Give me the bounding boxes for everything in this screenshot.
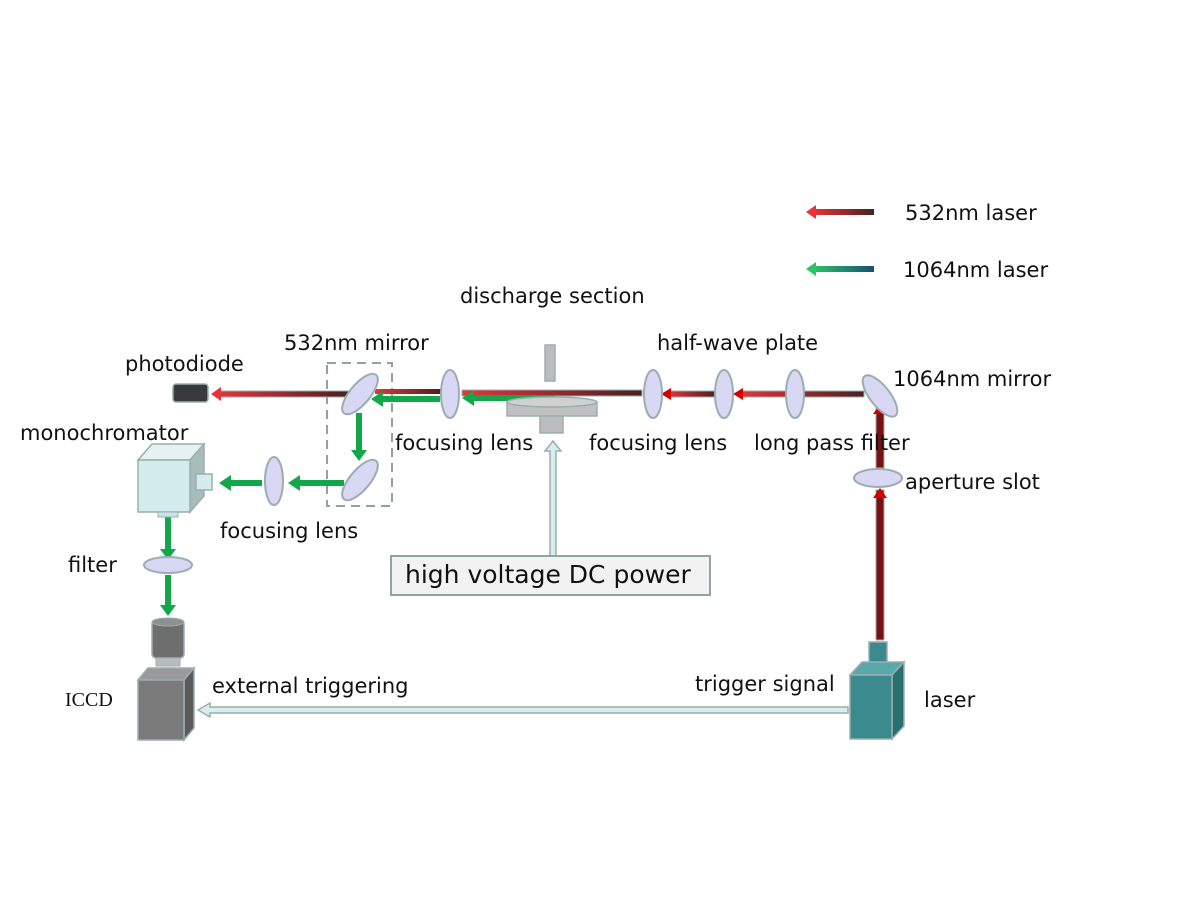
legend: 532nm laser 1064nm laser <box>806 201 1048 282</box>
mirror-532nm-upper <box>341 372 379 416</box>
label-focusing-lens-1: focusing lens <box>395 431 533 455</box>
hv-power-arrow <box>543 439 563 557</box>
beam-green-segment <box>470 395 555 401</box>
beams <box>160 387 887 641</box>
beam-red-segment <box>375 389 441 394</box>
laser-device <box>848 641 906 741</box>
focusing-lens-1 <box>440 369 460 419</box>
label-trigger-signal: trigger signal <box>695 672 835 696</box>
legend-1064nm-label: 1064nm laser <box>903 258 1048 282</box>
hv-power-label: high voltage DC power <box>405 560 691 589</box>
legend-1064nm-arrow <box>806 262 874 276</box>
beam-green-to-iccd <box>165 575 171 607</box>
label-focusing-lens-3: focusing lens <box>220 519 358 543</box>
focusing-lens-3 <box>264 456 284 506</box>
discharge-section <box>506 344 598 434</box>
label-external-triggering: external triggering <box>212 674 408 698</box>
legend-532nm-arrow <box>806 205 874 219</box>
label-focusing-lens-2: focusing lens <box>589 431 727 455</box>
mirror-1064nm <box>861 374 899 418</box>
beam-red-vertical-lower <box>875 489 885 641</box>
label-laser: laser <box>924 688 976 712</box>
label-photodiode: photodiode <box>125 352 244 376</box>
label-long-pass-filter: long pass filter <box>754 431 910 455</box>
label-monochromator: monochromator <box>20 421 189 445</box>
beam-green-down <box>356 413 362 453</box>
label-filter: filter <box>68 553 117 577</box>
focusing-lens-2 <box>643 369 663 419</box>
long-pass-filter <box>785 369 805 419</box>
hv-power-box <box>390 555 711 596</box>
label-532nm-mirror: 532nm mirror <box>284 331 429 355</box>
aperture-slot <box>853 468 903 488</box>
label-iccd: ICCD <box>65 689 113 711</box>
label-discharge-section: discharge section <box>460 284 645 308</box>
legend-532nm-label: 532nm laser <box>905 201 1037 225</box>
mirror-532nm-lower <box>341 458 379 502</box>
label-1064nm-mirror: 1064nm mirror <box>893 367 1051 391</box>
beam-green-segment <box>378 396 440 402</box>
label-aperture-slot: aperture slot <box>905 470 1040 494</box>
beam-green-segment <box>296 480 344 486</box>
half-wave-plate <box>714 369 734 419</box>
beam-green-to-filter <box>165 515 171 553</box>
trigger-arrow <box>196 701 849 719</box>
beam-green-to-monochromator <box>227 480 262 486</box>
beam-red-segment <box>667 390 717 398</box>
beam-red-to-photodiode <box>217 390 351 398</box>
filter-element <box>143 556 193 574</box>
label-half-wave-plate: half-wave plate <box>657 331 818 355</box>
photodiode-device <box>172 383 209 403</box>
monochromator-device <box>136 442 213 518</box>
iccd-camera <box>136 617 196 743</box>
mirror-assembly-box <box>326 362 393 507</box>
